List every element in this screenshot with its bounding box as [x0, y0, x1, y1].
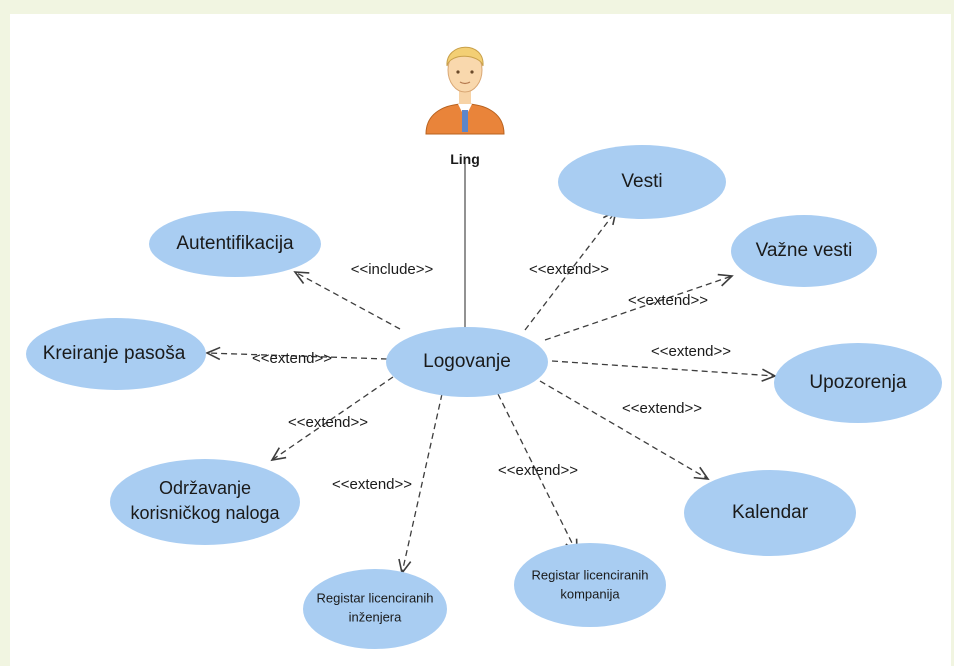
use-case-registar-kompanija-label-2: kompanija — [560, 586, 620, 601]
label-extend-registar-kompanija: <<extend>> — [498, 462, 578, 479]
use-case-registar-kompanija: Registar licenciranih kompanija — [514, 543, 666, 627]
use-case-vazne-vesti: Važne vesti — [731, 215, 877, 287]
use-case-registar-kompanija-label-1: Registar licenciranih — [531, 567, 648, 582]
use-case-registar-inzenjera: Registar licenciranih inženjera — [303, 569, 447, 649]
use-case-autentifikacija: Autentifikacija — [149, 211, 321, 277]
extend-arrow-upozorenja — [551, 360, 777, 382]
use-case-registar-inzenjera-label-1: Registar licenciranih — [316, 590, 433, 605]
extend-arrow-registar-inzenjera — [398, 393, 443, 575]
use-case-kreiranje-pasosa: Kreiranje pasoša — [26, 318, 206, 390]
use-case-kalendar: Kalendar — [684, 470, 856, 556]
use-case-diagram: <<include>> <<extend>> <<extend>> <<exte… — [26, 46, 942, 649]
use-case-logovanje: Logovanje — [386, 327, 548, 397]
extend-arrow-kalendar — [539, 380, 710, 480]
actor-name: Ling — [450, 151, 480, 167]
dependency-arrows — [205, 209, 777, 575]
extend-arrow-vazne-vesti — [544, 273, 734, 341]
use-case-kalendar-label: Kalendar — [732, 502, 809, 523]
use-case-vesti-label: Vesti — [621, 171, 662, 192]
label-include: <<include>> — [351, 261, 434, 278]
use-case-upozorenja: Upozorenja — [774, 343, 942, 423]
use-case-vesti: Vesti — [558, 145, 726, 219]
use-case-odrzavanje-label-2: korisničkog naloga — [130, 503, 280, 523]
use-case-autentifikacija-label: Autentifikacija — [176, 233, 294, 254]
label-extend-vazne-vesti: <<extend>> — [628, 292, 708, 309]
extend-arrow-odrzavanje — [270, 376, 394, 462]
label-extend-vesti: <<extend>> — [529, 261, 609, 278]
extend-arrow-kreiranje — [205, 346, 388, 361]
label-extend-registar-inzenjera: <<extend>> — [332, 476, 412, 493]
label-extend-odrzavanje: <<extend>> — [288, 414, 368, 431]
label-extend-kalendar: <<extend>> — [622, 400, 702, 417]
use-case-registar-inzenjera-label-2: inženjera — [349, 609, 403, 624]
use-case-logovanje-label: Logovanje — [423, 351, 511, 372]
include-arrow-autentifikacija — [293, 271, 401, 330]
actor-person-icon — [425, 46, 505, 135]
use-case-vazne-vesti-label: Važne vesti — [756, 240, 853, 261]
use-case-odrzavanje-label-1: Održavanje — [159, 478, 251, 498]
label-extend-kreiranje: <<extend>> — [252, 350, 332, 367]
extend-arrow-vesti — [524, 209, 618, 331]
stereotype-labels: <<include>> <<extend>> <<extend>> <<exte… — [252, 261, 731, 493]
diagram-canvas: <<include>> <<extend>> <<extend>> <<exte… — [10, 14, 951, 666]
label-extend-upozorenja: <<extend>> — [651, 343, 731, 360]
use-case-kreiranje-pasosa-label: Kreiranje pasoša — [43, 343, 186, 364]
use-case-upozorenja-label: Upozorenja — [809, 372, 907, 393]
use-case-odrzavanje: Održavanje korisničkog naloga — [110, 459, 300, 545]
